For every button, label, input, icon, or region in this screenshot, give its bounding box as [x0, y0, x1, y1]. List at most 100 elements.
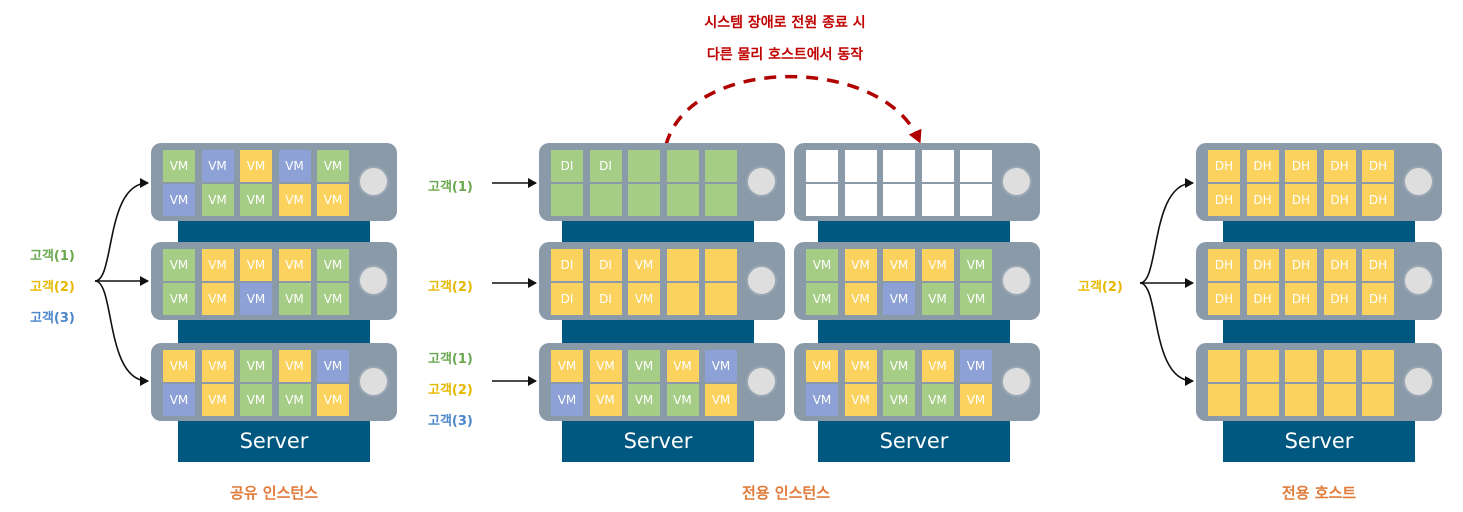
di-customer-bottom-1: 고객(1)	[428, 352, 473, 367]
di-left-server-label: Server	[623, 429, 693, 453]
dh-customer: 고객(2)	[1078, 280, 1123, 295]
vm-slot: VM	[883, 384, 915, 416]
vm-slot: VM	[589, 350, 622, 382]
shared-arrow-bottom	[94, 280, 149, 386]
vm-slot: VM	[960, 283, 992, 315]
vm-slot: VM	[278, 384, 311, 416]
shared-customer-3: 고객(3)	[30, 311, 75, 326]
shared-server-label: Server	[239, 429, 309, 453]
empty-slot	[666, 150, 699, 182]
vm-slot: VM	[317, 283, 349, 315]
dh-server-label: Server	[1284, 429, 1354, 453]
di-slot: DI	[589, 249, 622, 281]
vm-slot: VM	[201, 384, 234, 416]
empty-slot	[705, 283, 737, 315]
empty-slot	[705, 150, 737, 182]
empty-slot	[844, 150, 877, 182]
power-knob	[1001, 265, 1032, 296]
vm-slot: VM	[806, 249, 838, 281]
empty-slot	[628, 184, 660, 216]
vm-slot: VM	[628, 384, 660, 416]
empty-slot	[921, 150, 954, 182]
power-knob	[1403, 366, 1434, 397]
dh-slot: DH	[1323, 283, 1356, 315]
power-knob	[1001, 366, 1032, 397]
di-slot: DI	[551, 150, 583, 182]
power-knob	[358, 166, 389, 197]
di-slot: DI	[551, 249, 583, 281]
vm-slot: VM	[883, 350, 915, 382]
section-title-dedicated-instance: 전용 인스턴스	[741, 484, 831, 502]
failover-note-line1: 시스템 장애로 전원 종료 시	[704, 15, 866, 31]
vm-slot: VM	[960, 384, 992, 416]
power-knob	[746, 366, 777, 397]
di-customer-bottom-3: 고객(3)	[428, 414, 473, 429]
dh-slot: DH	[1362, 249, 1394, 281]
dh-slot: DH	[1323, 150, 1356, 182]
empty-slot	[705, 184, 737, 216]
power-knob	[1403, 166, 1434, 197]
dh-slot: DH	[1362, 184, 1394, 216]
vm-slot: VM	[163, 150, 195, 182]
dh-slot: DH	[1208, 249, 1240, 281]
vm-slot: VM	[666, 384, 699, 416]
failover-note-line2: 다른 물리 호스트에서 동작	[706, 47, 864, 63]
empty-slot	[883, 150, 915, 182]
vm-slot: VM	[628, 283, 660, 315]
empty-slot	[960, 150, 992, 182]
empty-slot	[883, 184, 915, 216]
di-customer-top: 고객(1)	[428, 180, 473, 195]
power-knob	[746, 265, 777, 296]
vm-slot: VM	[201, 150, 234, 182]
shared-customer-1: 고객(1)	[30, 249, 75, 264]
power-knob	[358, 366, 389, 397]
vm-slot: VM	[844, 283, 877, 315]
vm-slot: VM	[806, 350, 838, 382]
vm-slot: VM	[201, 249, 234, 281]
dh-slot: DH	[1323, 184, 1356, 216]
vm-slot: VM	[921, 283, 954, 315]
shared-customer-2: 고객(2)	[30, 280, 75, 295]
empty-slot	[921, 184, 954, 216]
vm-slot: VM	[278, 350, 311, 382]
vm-slot: VM	[806, 283, 838, 315]
empty-slot	[666, 184, 699, 216]
vm-slot: VM	[240, 184, 272, 216]
dh-slot: DH	[1208, 184, 1240, 216]
vm-slot: VM	[240, 384, 272, 416]
vm-slot: VM	[628, 249, 660, 281]
dh-slot: DH	[1208, 150, 1240, 182]
dh-slot: DH	[1246, 150, 1279, 182]
vm-slot: VM	[201, 184, 234, 216]
dh-slot: DH	[1285, 283, 1317, 315]
vm-slot: VM	[240, 283, 272, 315]
vm-slot: VM	[551, 384, 583, 416]
dh-arrow-top	[1139, 178, 1194, 284]
vm-slot: VM	[317, 249, 349, 281]
dh-slot: DH	[1246, 283, 1279, 315]
di-slot: DI	[589, 283, 622, 315]
vm-slot: VM	[278, 283, 311, 315]
vm-slot: VM	[163, 350, 195, 382]
failover-arrow	[664, 74, 922, 146]
vm-slot: VM	[201, 283, 234, 315]
vm-slot: VM	[705, 384, 737, 416]
di-customer-mid: 고객(2)	[428, 280, 473, 295]
vm-slot: VM	[806, 384, 838, 416]
vm-slot: VM	[163, 283, 195, 315]
vm-slot: VM	[844, 249, 877, 281]
dh-slot: DH	[1246, 249, 1279, 281]
di-slot: DI	[589, 150, 622, 182]
dh-slot: DH	[1362, 283, 1394, 315]
empty-slot	[806, 184, 838, 216]
vm-slot: VM	[278, 184, 311, 216]
dh-slot: DH	[1323, 249, 1356, 281]
vm-slot: VM	[163, 249, 195, 281]
dh-slot: DH	[1285, 150, 1317, 182]
vm-slot: VM	[960, 350, 992, 382]
dh-arrow-bottom	[1139, 282, 1194, 386]
